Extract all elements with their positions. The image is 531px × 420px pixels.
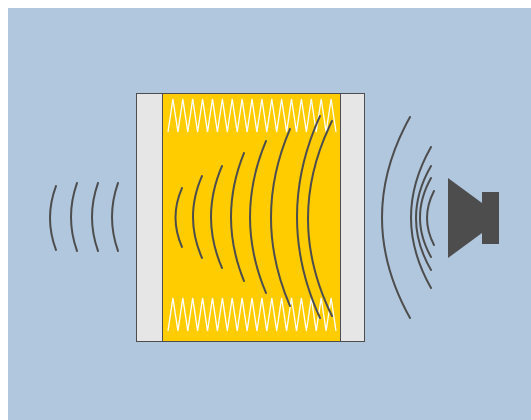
left-side-plate: [137, 94, 163, 342]
absorber-block: [137, 94, 365, 342]
speaker-magnet: [482, 192, 499, 244]
right-side-plate: [341, 94, 365, 342]
